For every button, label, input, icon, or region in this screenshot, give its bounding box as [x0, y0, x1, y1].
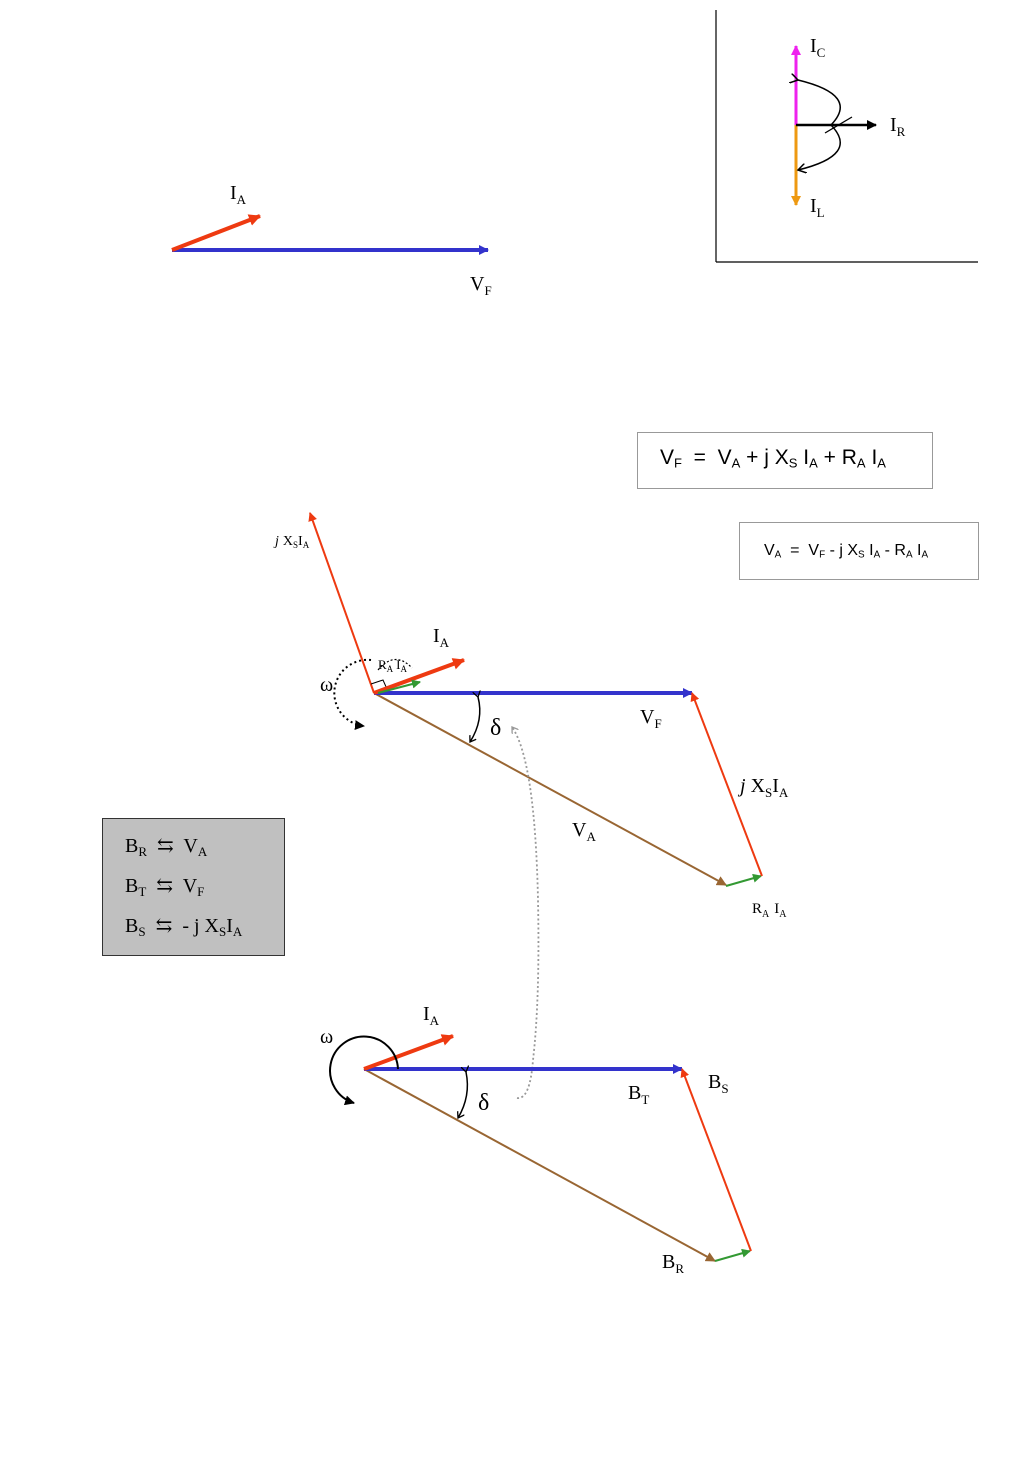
bottom-omega-rotation-arrow — [329, 1035, 399, 1106]
top-ia-label: IA — [230, 182, 247, 207]
inset-ic-label: IC — [810, 35, 825, 60]
eq1-term-ia2: IA — [871, 446, 886, 471]
mapping-arrow-icon: ⇆ — [157, 835, 174, 857]
mid-delta-arc — [470, 697, 480, 742]
mid-right-angle-marker — [370, 679, 388, 690]
bottom-br-vector — [363, 1068, 716, 1262]
mid-jxs-ia-vector — [690, 692, 763, 877]
eq1-term-va: VA — [717, 446, 741, 471]
equation-box-vf: VF = VA + j XS IA + RA IA — [637, 432, 933, 489]
eq1-equals: = — [693, 446, 706, 469]
bottom-green-vector — [714, 1248, 751, 1262]
delta-connector-dotted — [511, 727, 540, 1099]
mid-jxs-ia-up-vector — [308, 512, 375, 694]
eq1-term-ra: + RA — [823, 446, 866, 471]
top-vf-label: VF — [470, 273, 492, 298]
eq2-term-ra: - RA — [884, 542, 913, 561]
eq2-term-jxs: - j XS — [829, 542, 865, 561]
inset-rotation-arc — [798, 80, 841, 170]
mid-va-vector — [373, 692, 727, 886]
mid-delta-label: δ — [490, 715, 501, 741]
bottom-bt-label: BT — [628, 1082, 649, 1107]
eq2-term-vf: VF — [808, 542, 826, 561]
top-phasor: IA VF — [171, 182, 492, 298]
bottom-ia-vector — [363, 1034, 454, 1071]
inset-arc-tick — [824, 116, 853, 134]
bottom-bs-vector — [680, 1068, 752, 1252]
mapping-arrow-icon: ⇆ — [155, 915, 173, 937]
mid-ra-ia-vector — [725, 873, 762, 887]
mapping-row-bt: BT ⇆ VF — [125, 875, 205, 899]
eq2-equals: = — [790, 542, 800, 559]
eq1-lhs: VF — [660, 446, 682, 471]
mid-ra-ia-small-vector — [377, 679, 421, 694]
eq1-term-jxs: + j XS — [746, 446, 798, 471]
bottom-delta-label: δ — [478, 1090, 489, 1116]
bottom-phasor: ω IA δ BT BS BR — [320, 1003, 752, 1276]
top-ia-vector — [171, 214, 261, 252]
equation-box-va: VA = VF - j XS IA - RA IA — [739, 522, 979, 580]
bottom-ia-label: IA — [423, 1003, 440, 1028]
bottom-br-label: BR — [662, 1251, 684, 1276]
mapping-row-br: BR ⇆ VA — [125, 835, 208, 859]
mid-ra-dotted-arc — [377, 658, 413, 671]
mid-ia-vector — [373, 658, 465, 695]
eq2-lhs: VA — [764, 542, 782, 561]
bottom-bs-label: BS — [708, 1071, 729, 1096]
eq2-term-ia2: IA — [917, 542, 929, 561]
mid-ia-label: IA — [433, 625, 450, 650]
mapping-box: BR ⇆ VA BT ⇆ VF BS ⇆ - j XSIA — [102, 818, 285, 956]
mid-omega-label: ω — [320, 674, 333, 696]
bottom-omega-label: ω — [320, 1026, 333, 1048]
eq2-term-ia1: IA — [869, 542, 881, 561]
inset-frame: IC IR IL — [715, 10, 978, 263]
mid-va-label: VA — [572, 819, 596, 844]
inset-il-label: IL — [810, 195, 825, 220]
mapping-arrow-icon: ⇆ — [156, 875, 174, 897]
inset-ir-label: IR — [890, 114, 906, 139]
eq1-term-ia1: IA — [803, 446, 818, 471]
mid-vf-label: VF — [640, 706, 662, 731]
mapping-row-bs: BS ⇆ - j XSIA — [125, 915, 243, 939]
bottom-delta-arc — [458, 1072, 467, 1118]
